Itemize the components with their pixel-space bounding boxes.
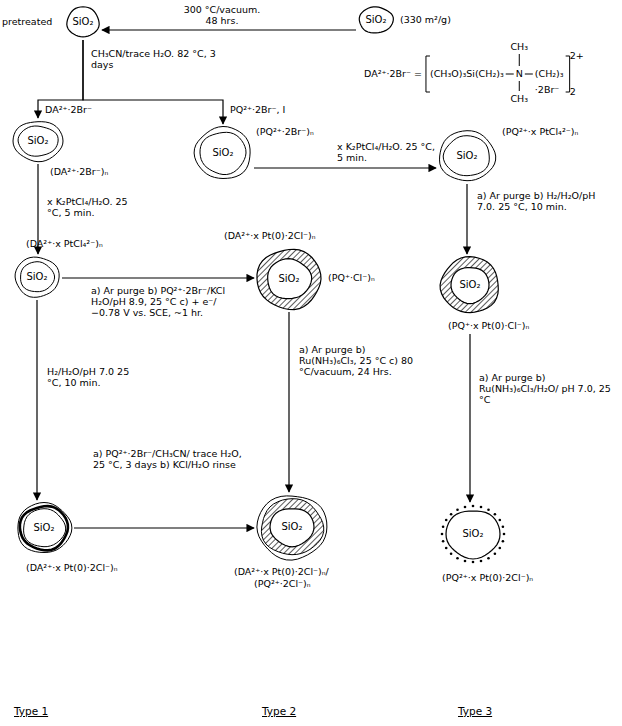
pt-dot — [441, 533, 444, 536]
pt-dot — [450, 513, 453, 516]
pt-dot — [480, 506, 483, 509]
type-label: Type 1 — [14, 706, 48, 717]
pt-dot — [445, 519, 448, 522]
condition-label: a) Ar purge b) PQ²⁺·2Br⁻/KCl H₂O/pH 8.9,… — [90, 285, 242, 318]
surface-formula: (PQ²⁺·2Cl⁻)ₙ — [254, 578, 311, 589]
condition-label: x K₂PtCl₄/H₂O. 25 °C, 5 min. — [336, 141, 436, 163]
surface-formula: (DA²⁺·x Pt(0)·2Cl⁻)ₙ — [224, 230, 316, 241]
pt-dot — [442, 526, 445, 529]
surface-formula: (DA²⁺·x PtCl₄²⁻)ₙ — [26, 238, 103, 249]
surface-formula: (PQ⁺·Cl⁻)ₙ — [328, 272, 375, 283]
reaction-arrow — [469, 334, 470, 502]
pt-dot — [456, 509, 459, 512]
pt-dot — [464, 506, 467, 509]
formula-part: (CH₃O)₃Si(CH₂)₃ — [430, 68, 504, 79]
condition-label: a) Ar purge b) H₂/H₂O/pH 7.0. 25 °C, 10 … — [476, 190, 608, 212]
particle-label: SiO₂ — [254, 521, 330, 532]
condition-label: 300 °C/vacuum. 48 hrs. — [176, 4, 268, 26]
particle-label: SiO₂ — [12, 271, 62, 282]
pt-dot — [442, 540, 445, 543]
surface-formula: pretreated — [2, 16, 52, 27]
particle-label: SiO₂ — [254, 273, 324, 284]
condition-label: a) Ar purge b) Ru(NH₃)₆Cl₃/H₂O/ pH 7.0, … — [478, 372, 615, 405]
formula-part: DA²⁺·2Br⁻ = — [364, 68, 422, 79]
formula-part: (CH₂)₃ — [535, 68, 564, 79]
bracket — [566, 56, 570, 92]
reaction-arrow — [254, 167, 436, 168]
pt-dot — [456, 557, 459, 560]
condition-label: PQ²⁺·2Br⁻, I — [229, 104, 315, 115]
particle-node: pretreatedSiO₂ — [64, 4, 102, 40]
surface-formula: (DA²⁺·2Br⁻)ₙ — [50, 166, 108, 177]
particle-node: SiO₂(DA²⁺·2Br⁻)ₙ — [10, 118, 66, 164]
particle-node: SiO₂(DA²⁺·x Pt(0)·2Cl⁻)ₙ/(PQ²⁺·2Cl⁻)ₙ — [254, 492, 330, 562]
reaction-arrow — [466, 184, 467, 254]
surface-formula: (PQ²⁺·2Br⁻)ₙ — [256, 126, 314, 137]
pt-dot — [503, 533, 506, 536]
condition-label: a) Ar purge b) Ru(NH₃)₆Cl₃, 25 °C c) 80 … — [298, 344, 425, 377]
type-label: Type 2 — [262, 706, 296, 717]
particle-label: SiO₂ — [64, 16, 102, 27]
formula-part: 2+ — [570, 50, 584, 61]
formula-part: CH₃ — [510, 93, 528, 104]
formula-part: N — [516, 68, 523, 79]
pt-dot — [464, 560, 467, 563]
pt-dot — [472, 561, 475, 564]
pt-dot — [445, 547, 448, 550]
particle-label: SiO₂ — [14, 522, 74, 533]
bond — [519, 81, 520, 91]
pt-dot — [494, 513, 497, 516]
particle-label: SiO₂ — [438, 528, 508, 539]
reaction-arrow — [62, 277, 254, 278]
particle-node: SiO₂(330 m²/g) — [356, 4, 396, 36]
type-label: Type 3 — [458, 706, 492, 717]
particle-label: SiO₂ — [192, 147, 254, 158]
bond — [519, 54, 520, 66]
particle-node: SiO₂(PQ²⁺·2Br⁻)ₙ — [192, 124, 254, 182]
surface-formula: (DA²⁺·x Pt(0)·2Cl⁻)ₙ/ — [234, 566, 329, 577]
surface-formula: (330 m²/g) — [400, 14, 451, 25]
pt-dot — [499, 547, 502, 550]
pt-dot — [494, 553, 497, 556]
formula-part: CH₃ — [510, 41, 528, 52]
particle-label: SiO₂ — [356, 14, 396, 25]
pt-dot — [472, 505, 475, 508]
pt-dot — [487, 509, 490, 512]
pt-dot — [450, 553, 453, 556]
condition-label: H₂/H₂O/pH 7.0 25 °C, 10 min. — [46, 366, 133, 388]
particle-node: SiO₂(DA²⁺·x Pt(0)·2Cl⁻)ₙ — [14, 500, 74, 556]
surface-formula: (DA²⁺·x Pt(0)·2Cl⁻)ₙ — [26, 562, 118, 573]
particle-node: SiO₂(PQ²⁺·x Pt(0)·2Cl⁻)ₙ — [438, 502, 508, 566]
surface-formula: (PQ²⁺·x PtCl₄²⁻)ₙ — [502, 126, 578, 137]
reaction-arrow — [74, 527, 254, 528]
particle-label: SiO₂ — [438, 279, 502, 290]
reaction-arrow — [288, 312, 289, 492]
pt-dot — [499, 519, 502, 522]
bracket — [426, 56, 430, 92]
particle-label: SiO₂ — [10, 135, 66, 146]
condition-label: DA²⁺·2Br⁻ — [44, 104, 116, 115]
particle-node: SiO₂(DA²⁺·x Pt(0)·2Cl⁻)ₙ(PQ⁺·Cl⁻)ₙ — [254, 246, 324, 312]
surface-formula: (PQ²⁺·x Pt(0)·2Cl⁻)ₙ — [442, 572, 533, 583]
particle-node: SiO₂(DA²⁺·x PtCl₄²⁻)ₙ — [12, 254, 62, 300]
condition-label: x K₂PtCl₄/H₂O. 25 °C, 5 min. — [46, 196, 143, 218]
surface-formula: (PQ⁺·x Pt(0)·Cl⁻)ₙ — [448, 320, 529, 331]
pt-dot — [502, 526, 505, 529]
reaction-arrow — [102, 29, 356, 30]
formula-part: 2 — [570, 86, 576, 97]
pt-dot — [502, 540, 505, 543]
condition-label: a) PQ²⁺·2Br⁻/CH₃CN/ trace H₂O, 25 °C, 3 … — [92, 448, 249, 470]
particle-node: SiO₂(PQ⁺·x Pt(0)·Cl⁻)ₙ — [438, 254, 502, 334]
particle-node: SiO₂(PQ²⁺·x PtCl₄²⁻)ₙ — [436, 128, 498, 184]
bond — [525, 74, 533, 75]
condition-note: CH₃CN/trace H₂O. 82 °C, 3 days — [90, 48, 217, 70]
formula-part: ·2Br⁻ — [535, 84, 560, 95]
bond — [506, 74, 514, 75]
reaction-arrow — [36, 300, 37, 500]
particle-label: SiO₂ — [436, 150, 498, 161]
pt-dot — [480, 560, 483, 563]
pt-dot — [487, 557, 490, 560]
